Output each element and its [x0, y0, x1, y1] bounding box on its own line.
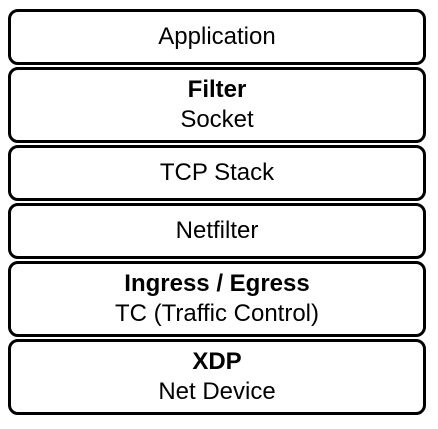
layer-net-device-label: Net Device: [158, 378, 276, 405]
layer-netfilter-label: Netfilter: [175, 217, 259, 244]
layer-socket-label: Socket: [180, 106, 254, 133]
layer-application: Application: [8, 9, 426, 65]
layer-tcp-stack: TCP Stack: [8, 145, 426, 201]
layer-tc-hook-title: Ingress / Egress: [124, 270, 310, 297]
layer-tcp-stack-label: TCP Stack: [159, 159, 275, 186]
layer-net-device: XDP Net Device: [8, 339, 426, 415]
layer-tc: Ingress / Egress TC (Traffic Control): [8, 261, 426, 337]
layer-application-label: Application: [158, 23, 276, 50]
layer-net-device-hook-title: XDP: [192, 348, 242, 375]
layer-socket-hook-title: Filter: [187, 76, 247, 103]
network-stack-diagram: Application Filter Socket TCP Stack Netf…: [8, 9, 426, 415]
layer-netfilter: Netfilter: [8, 203, 426, 259]
layer-socket: Filter Socket: [8, 67, 426, 143]
layer-tc-label: TC (Traffic Control): [114, 300, 320, 327]
